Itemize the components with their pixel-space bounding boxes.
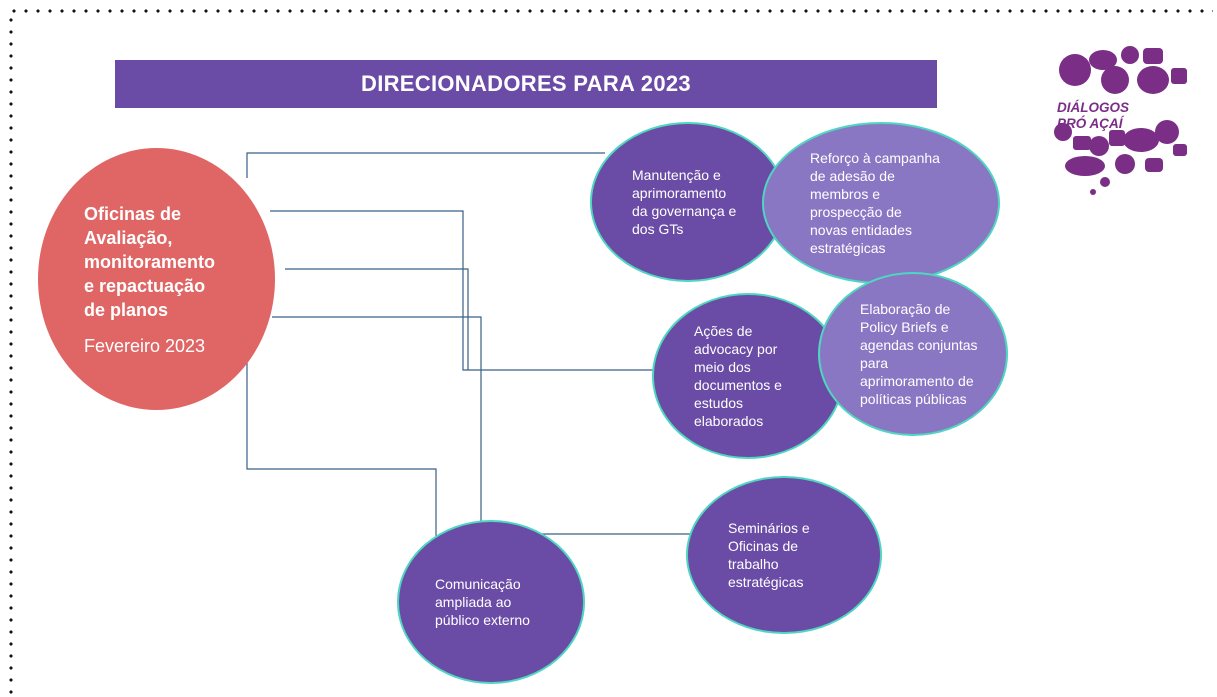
dotted-frame-left — [8, 14, 14, 697]
speech-bubble-icon — [1054, 123, 1072, 141]
speech-bubble-icon — [1171, 68, 1187, 84]
speech-bubble-icon — [1089, 50, 1117, 70]
logo-line1: DIÁLOGOS — [1057, 100, 1129, 115]
connector-advocacy-2 — [285, 268, 469, 370]
circle-policy: Elaboração de Policy Briefs e agendas co… — [818, 272, 1008, 436]
speech-bubble-icon — [1155, 120, 1179, 144]
speech-bubble-icon — [1090, 189, 1096, 195]
main-circle-date: Fevereiro 2023 — [84, 335, 206, 356]
circle-membership: Reforço à campanha de adesão de membros … — [762, 122, 1000, 284]
speech-bubble-icon — [1073, 136, 1091, 150]
main-circle-title: Oficinas de Avaliação, monitoramento e r… — [84, 203, 216, 320]
speech-bubble-icon — [1121, 46, 1139, 64]
speech-bubble-icon — [1059, 54, 1091, 86]
speech-bubble-icon — [1115, 154, 1135, 174]
circle-advocacy: Ações de advocacy por meio dos documento… — [652, 293, 844, 459]
speech-bubble-icon — [1143, 48, 1163, 64]
circle-seminars: Seminários e Oficinas de trabalho estrat… — [686, 476, 882, 634]
main-circle-oficinas: Oficinas de Avaliação, monitoramento e r… — [38, 148, 275, 410]
speech-bubble-icon — [1123, 128, 1159, 152]
connector-advocacy — [270, 210, 655, 371]
circle-membership-label: Reforço à campanha de adesão de membros … — [810, 150, 940, 256]
logo-line2: PRÓ AÇAÍ — [1057, 116, 1125, 131]
speech-bubble-icon — [1065, 156, 1105, 176]
dotted-frame-top — [8, 8, 1213, 14]
speech-bubble-icon — [1173, 144, 1187, 156]
speech-bubble-icon — [1101, 66, 1129, 94]
circle-communication: Comunicação ampliada ao público externo — [397, 520, 585, 684]
speech-bubble-icon — [1137, 66, 1169, 94]
title-banner: DIRECIONADORES PARA 2023 — [115, 60, 937, 108]
speech-bubble-icon — [1100, 177, 1110, 187]
circle-policy-label: Elaboração de Policy Briefs e agendas co… — [860, 301, 978, 407]
connector-seminars — [272, 316, 690, 535]
circle-governance-label: Manutenção e aprimoramento da governança… — [632, 167, 737, 237]
circle-seminars-label: Seminários e Oficinas de trabalho estrat… — [728, 520, 810, 590]
connector-governance — [246, 152, 605, 178]
circle-communication-label: Comunicação ampliada ao público externo — [435, 576, 530, 628]
speech-bubble-icon — [1109, 130, 1125, 146]
circle-governance: Manutenção e aprimoramento da governança… — [590, 122, 786, 282]
speech-bubble-icon — [1145, 158, 1163, 172]
speech-bubble-icon — [1089, 136, 1109, 156]
connector-communication — [246, 360, 437, 537]
page-title: DIRECIONADORES PARA 2023 — [361, 71, 691, 96]
circle-advocacy-label: Ações de advocacy por meio dos documento… — [694, 323, 782, 429]
dialogos-pro-acai-logo: DIÁLOGOS PRÓ AÇAÍ — [1054, 46, 1187, 195]
